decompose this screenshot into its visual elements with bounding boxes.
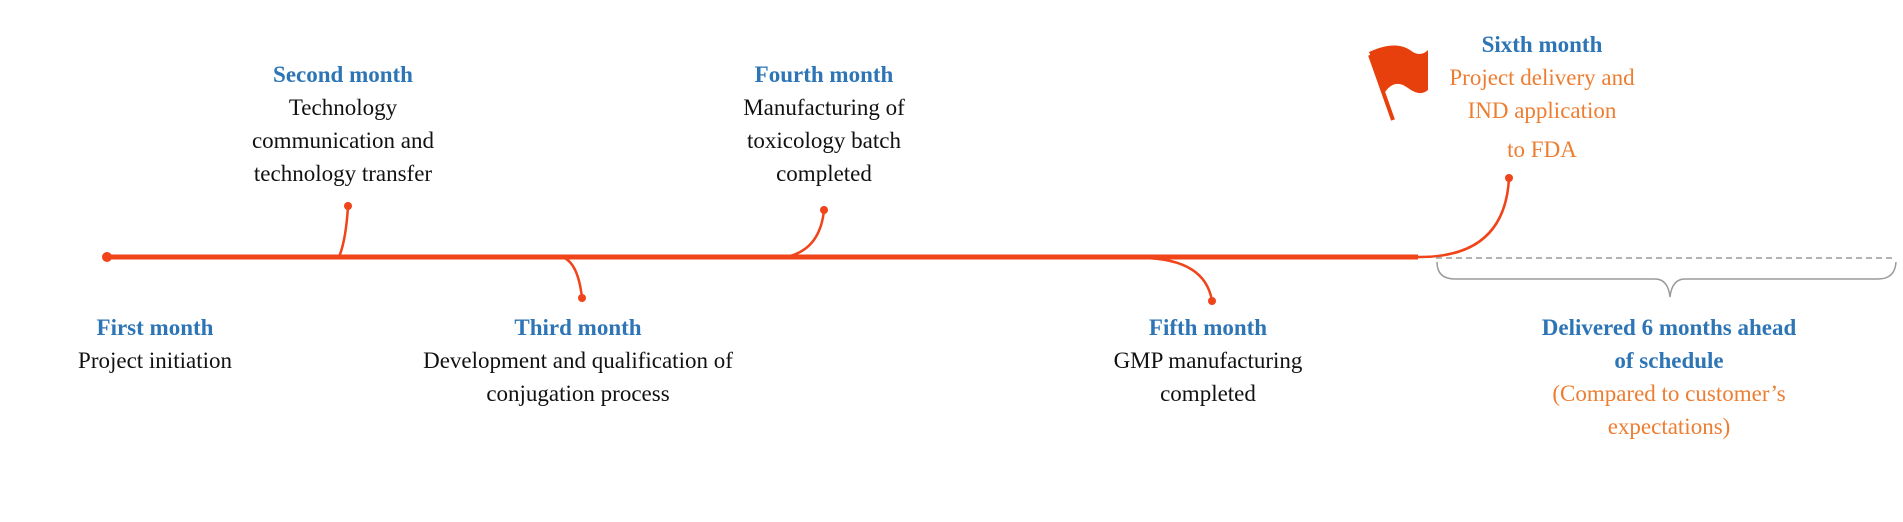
- milestone-third-month: Third month Development and qualificatio…: [423, 311, 733, 410]
- milestone-text: completed: [776, 161, 872, 186]
- milestone-title: Third month: [514, 315, 642, 340]
- milestone-sixth-month: Sixth month Project delivery and IND app…: [1449, 28, 1634, 166]
- bracket: [1436, 261, 1897, 298]
- milestone-second-month: Second month Technology communication an…: [252, 58, 434, 190]
- dot-third-month: [578, 294, 586, 302]
- branch-third-month: [561, 255, 584, 299]
- milestone-title: First month: [96, 315, 214, 340]
- milestone-text: technology transfer: [253, 161, 433, 186]
- milestone-text: to FDA: [1507, 137, 1577, 162]
- summary-note: expectations): [1607, 414, 1731, 439]
- milestone-first-month: First month Project initiation: [78, 311, 232, 377]
- milestone-fourth-month: Fourth month Manufacturing of toxicology…: [743, 58, 905, 190]
- milestone-text: GMP manufacturing: [1113, 348, 1303, 373]
- milestone-text: Manufacturing of: [743, 95, 905, 120]
- dot-sixth-month: [1505, 174, 1513, 182]
- milestone-fifth-month: Fifth month GMP manufacturing completed: [1114, 311, 1303, 410]
- milestone-text: conjugation process: [486, 381, 670, 406]
- timeline-end-curve: [1410, 177, 1511, 259]
- summary-title: Delivered 6 months ahead: [1541, 315, 1797, 340]
- milestone-title: Second month: [273, 62, 413, 87]
- milestone-text: Technology: [288, 95, 398, 120]
- dot-second-month: [344, 202, 352, 210]
- milestone-text: communication and: [251, 128, 435, 153]
- milestone-text: Development and qualification of: [423, 348, 733, 373]
- milestone-text: Project initiation: [78, 348, 232, 373]
- branch-fifth-month: [1139, 256, 1214, 302]
- dot-fourth-month: [820, 206, 828, 214]
- milestone-text: Project delivery and: [1449, 65, 1635, 90]
- dot-fifth-month: [1208, 297, 1216, 305]
- branch-second-month: [337, 205, 350, 258]
- milestone-title: Sixth month: [1481, 32, 1603, 57]
- milestone-text: toxicology batch: [747, 128, 901, 153]
- milestone-title: Fifth month: [1148, 315, 1268, 340]
- flag-icon: [1368, 45, 1428, 121]
- branch-fourth-month: [785, 209, 826, 259]
- milestone-text: IND application: [1467, 98, 1617, 123]
- summary-block: Delivered 6 months ahead of schedule (Co…: [1542, 311, 1797, 443]
- summary-note: (Compared to customer’s: [1552, 381, 1786, 406]
- start-dot: [102, 252, 112, 262]
- milestone-text: completed: [1160, 381, 1256, 406]
- summary-title: of schedule: [1614, 348, 1724, 373]
- milestone-title: Fourth month: [754, 62, 894, 87]
